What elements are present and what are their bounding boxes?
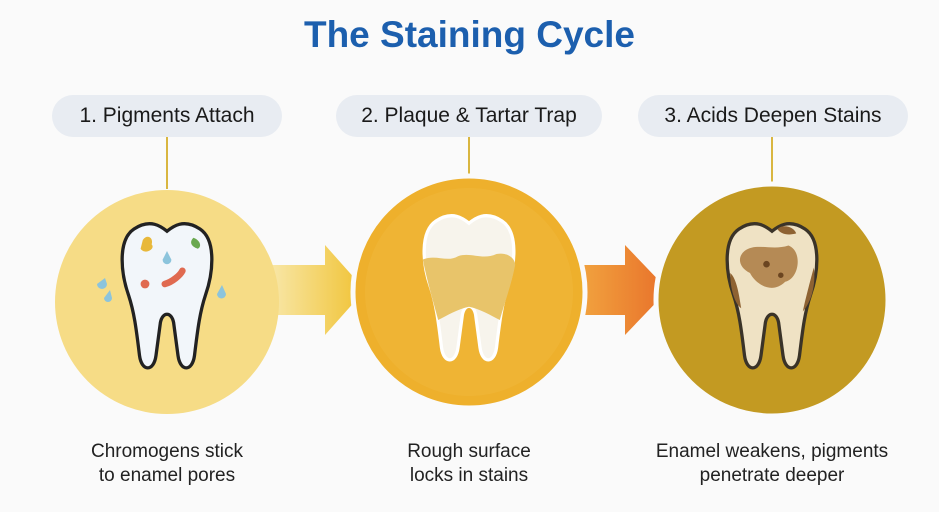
stained-tooth-icon xyxy=(725,222,819,370)
step-1-label: 1. Pigments Attach xyxy=(52,95,282,137)
connector-2 xyxy=(468,137,470,189)
arrow-1 xyxy=(270,245,365,335)
caption-line: Chromogens stick xyxy=(90,441,244,462)
connector-1 xyxy=(166,137,168,189)
caption-line: to enamel pores xyxy=(98,465,236,486)
caption-line: locks in stains xyxy=(409,465,529,486)
step-2-caption: Rough surface locks in stains xyxy=(329,440,609,488)
caption-line: Enamel weakens, pigments xyxy=(655,441,889,462)
water-drop-icon xyxy=(104,290,112,302)
page-title: The Staining Cycle xyxy=(303,14,635,55)
step-3-label: 3. Acids Deepen Stains xyxy=(638,95,908,137)
step-2-label: 2. Plaque & Tartar Trap xyxy=(336,95,602,137)
caption-line: penetrate deeper xyxy=(699,465,845,486)
step-3-caption: Enamel weakens, pigments penetrate deepe… xyxy=(632,440,912,488)
arrow-2 xyxy=(575,245,668,335)
connector-3 xyxy=(771,137,773,189)
water-drop-icon xyxy=(217,285,226,299)
clean-tooth-icon xyxy=(120,222,214,370)
step-1-caption: Chromogens stick to enamel pores xyxy=(27,440,307,488)
caption-line: Rough surface xyxy=(407,441,531,462)
water-drop-icon xyxy=(97,278,107,289)
plaque-tooth-icon xyxy=(422,214,516,362)
